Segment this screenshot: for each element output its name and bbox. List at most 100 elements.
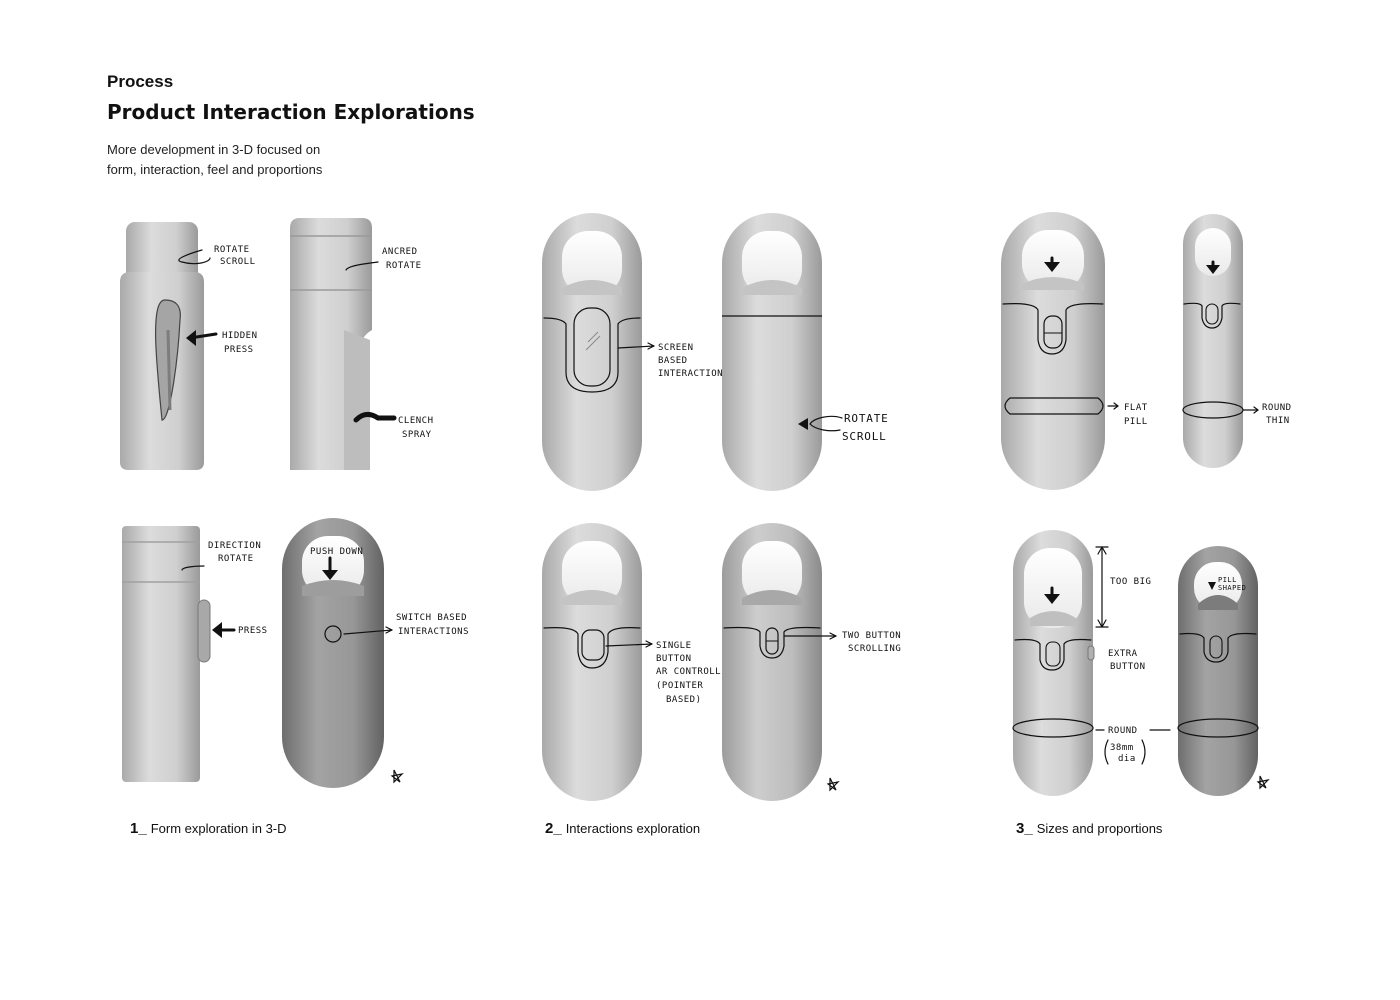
- render-3c-too-big: [1012, 530, 1095, 796]
- svg-text:TWO BUTTON: TWO BUTTON: [842, 631, 901, 641]
- anno-two-button: TWO BUTTON: [842, 631, 901, 641]
- anno-hidden: HIDDEN: [222, 331, 258, 341]
- svg-text:DIRECTION: DIRECTION: [208, 541, 261, 551]
- annotations-group-3: FLAT PILL ROUND THIN TOO BIG EXTRA BUTTO…: [1044, 256, 1292, 790]
- svg-text:AR CONTROLL: AR CONTROLL: [656, 667, 721, 677]
- render-3a-flat-pill: [1001, 212, 1105, 490]
- svg-text:PILL: PILL: [1218, 576, 1237, 584]
- svg-text:ROTATE: ROTATE: [386, 261, 422, 271]
- anno-button: BUTTON: [656, 654, 692, 664]
- anno-rotate-3: ROTATE: [218, 554, 254, 564]
- svg-text:PUSH DOWN: PUSH DOWN: [310, 547, 363, 557]
- svg-text:ROTATE: ROTATE: [218, 554, 254, 564]
- svg-text:THIN: THIN: [1266, 416, 1290, 426]
- annotations-group-1: ROTATE SCROLL HIDDEN PRESS ANCRED ROTATE…: [178, 245, 469, 784]
- anno-too-big: TOO BIG: [1110, 577, 1151, 587]
- svg-text:SWITCH BASED: SWITCH BASED: [396, 613, 467, 623]
- svg-text:(POINTER: (POINTER: [656, 681, 703, 691]
- svg-text:SPRAY: SPRAY: [402, 430, 432, 440]
- svg-text:INTERACTIONS: INTERACTIONS: [398, 627, 469, 637]
- render-1c-press-cylinder: [122, 526, 211, 782]
- anno-direction: DIRECTION: [208, 541, 261, 551]
- caption-form-exploration: 1_Form exploration in 3-D: [130, 820, 287, 837]
- caption-interactions-exploration: 2_Interactions exploration: [545, 820, 700, 837]
- caption-number: 3_: [1016, 820, 1033, 837]
- svg-text:EXTRA: EXTRA: [1108, 649, 1138, 659]
- svg-text:ROUND: ROUND: [1108, 726, 1138, 736]
- anno-single: SINGLE: [656, 641, 692, 651]
- svg-text:INTERACTION: INTERACTION: [658, 369, 723, 379]
- anno-flat: FLAT: [1124, 403, 1148, 413]
- svg-text:PILL: PILL: [1124, 417, 1148, 427]
- section-kicker: Process: [107, 72, 174, 91]
- anno-rotate-2: ROTATE: [386, 261, 422, 271]
- caption-number: 1_: [130, 820, 147, 837]
- svg-text:SCROLLING: SCROLLING: [848, 644, 901, 654]
- svg-text:SHAPED: SHAPED: [1218, 584, 1246, 592]
- anno-interaction: INTERACTION: [658, 369, 723, 379]
- svg-text:PRESS: PRESS: [238, 626, 268, 636]
- anno-screen: SCREEN: [658, 343, 694, 353]
- svg-text:FLAT: FLAT: [1124, 403, 1148, 413]
- anno-38mm: 38mm: [1110, 743, 1134, 753]
- anno-based: BASED: [658, 356, 688, 366]
- svg-text:CLENCH: CLENCH: [398, 416, 434, 426]
- page-description: More development in 3-D focused on form,…: [107, 142, 323, 177]
- anno-ar-controll: AR CONTROLL: [656, 667, 721, 677]
- render-1b-spray-tube: [290, 218, 372, 470]
- anno-thin: THIN: [1266, 416, 1290, 426]
- anno-pill-2: PILL: [1218, 576, 1237, 584]
- anno-pill: PILL: [1124, 417, 1148, 427]
- svg-text:HIDDEN: HIDDEN: [222, 331, 258, 341]
- anno-switch-based: SWITCH BASED: [396, 613, 467, 623]
- svg-text:TOO BIG: TOO BIG: [1110, 577, 1151, 587]
- anno-scroll-2: SCROLL: [842, 430, 887, 443]
- render-2b-rotate-capsule: [722, 213, 822, 491]
- render-1d-dark-capsule: [282, 518, 384, 788]
- caption-sizes-proportions: 3_Sizes and proportions: [1016, 820, 1162, 837]
- render-2d-two-button-capsule: [722, 523, 822, 801]
- caption-text: Interactions exploration: [565, 821, 701, 836]
- header: Process Product Interaction Explorations…: [107, 72, 475, 180]
- anno-round-2: ROUND: [1108, 726, 1138, 736]
- anno-interactions: INTERACTIONS: [398, 627, 469, 637]
- svg-text:SCREEN: SCREEN: [658, 343, 694, 353]
- svg-text:BASED: BASED: [658, 356, 688, 366]
- anno-clench: CLENCH: [398, 416, 434, 426]
- svg-text:BUTTON: BUTTON: [1110, 662, 1146, 672]
- anno-ancred: ANCRED: [382, 247, 418, 257]
- anno-push-down: PUSH DOWN: [310, 547, 363, 557]
- svg-text:38mm: 38mm: [1110, 743, 1134, 753]
- caption-text: Form exploration in 3-D: [150, 821, 287, 836]
- svg-text:ROTATE: ROTATE: [844, 412, 889, 425]
- render-2c-single-button-capsule: [542, 523, 642, 801]
- svg-text:BUTTON: BUTTON: [656, 654, 692, 664]
- anno-spray: SPRAY: [402, 430, 432, 440]
- caption-text: Sizes and proportions: [1036, 821, 1163, 836]
- render-3d-pill-shaped: [1177, 546, 1259, 796]
- anno-round: ROUND: [1262, 403, 1292, 413]
- render-3b-round-thin: [1182, 214, 1244, 468]
- svg-text:ANCRED: ANCRED: [382, 247, 418, 257]
- anno-button-2: BUTTON: [1110, 662, 1146, 672]
- svg-text:ROUND: ROUND: [1262, 403, 1292, 413]
- svg-text:dia: dia: [1118, 754, 1136, 764]
- anno-press: PRESS: [224, 345, 254, 355]
- anno-scrolling: SCROLLING: [848, 644, 901, 654]
- svg-text:PRESS: PRESS: [224, 345, 254, 355]
- page-title: Product Interaction Explorations: [107, 100, 475, 124]
- render-2a-screen-capsule: [542, 213, 642, 491]
- svg-text:SCROLL: SCROLL: [220, 257, 256, 267]
- anno-pointer: (POINTER: [656, 681, 703, 691]
- svg-text:BASED): BASED): [666, 695, 702, 705]
- svg-text:SINGLE: SINGLE: [656, 641, 692, 651]
- anno-dia: dia: [1118, 754, 1136, 764]
- render-1a-rotate-cylinder: [120, 222, 204, 470]
- svg-text:SCROLL: SCROLL: [842, 430, 887, 443]
- annotations-group-2: SCREEN BASED INTERACTION ROTATE SCROLL S…: [605, 342, 901, 792]
- svg-text:ROTATE: ROTATE: [214, 245, 250, 255]
- anno-scroll: SCROLL: [220, 257, 256, 267]
- anno-extra: EXTRA: [1108, 649, 1138, 659]
- anno-based-2: BASED): [666, 695, 702, 705]
